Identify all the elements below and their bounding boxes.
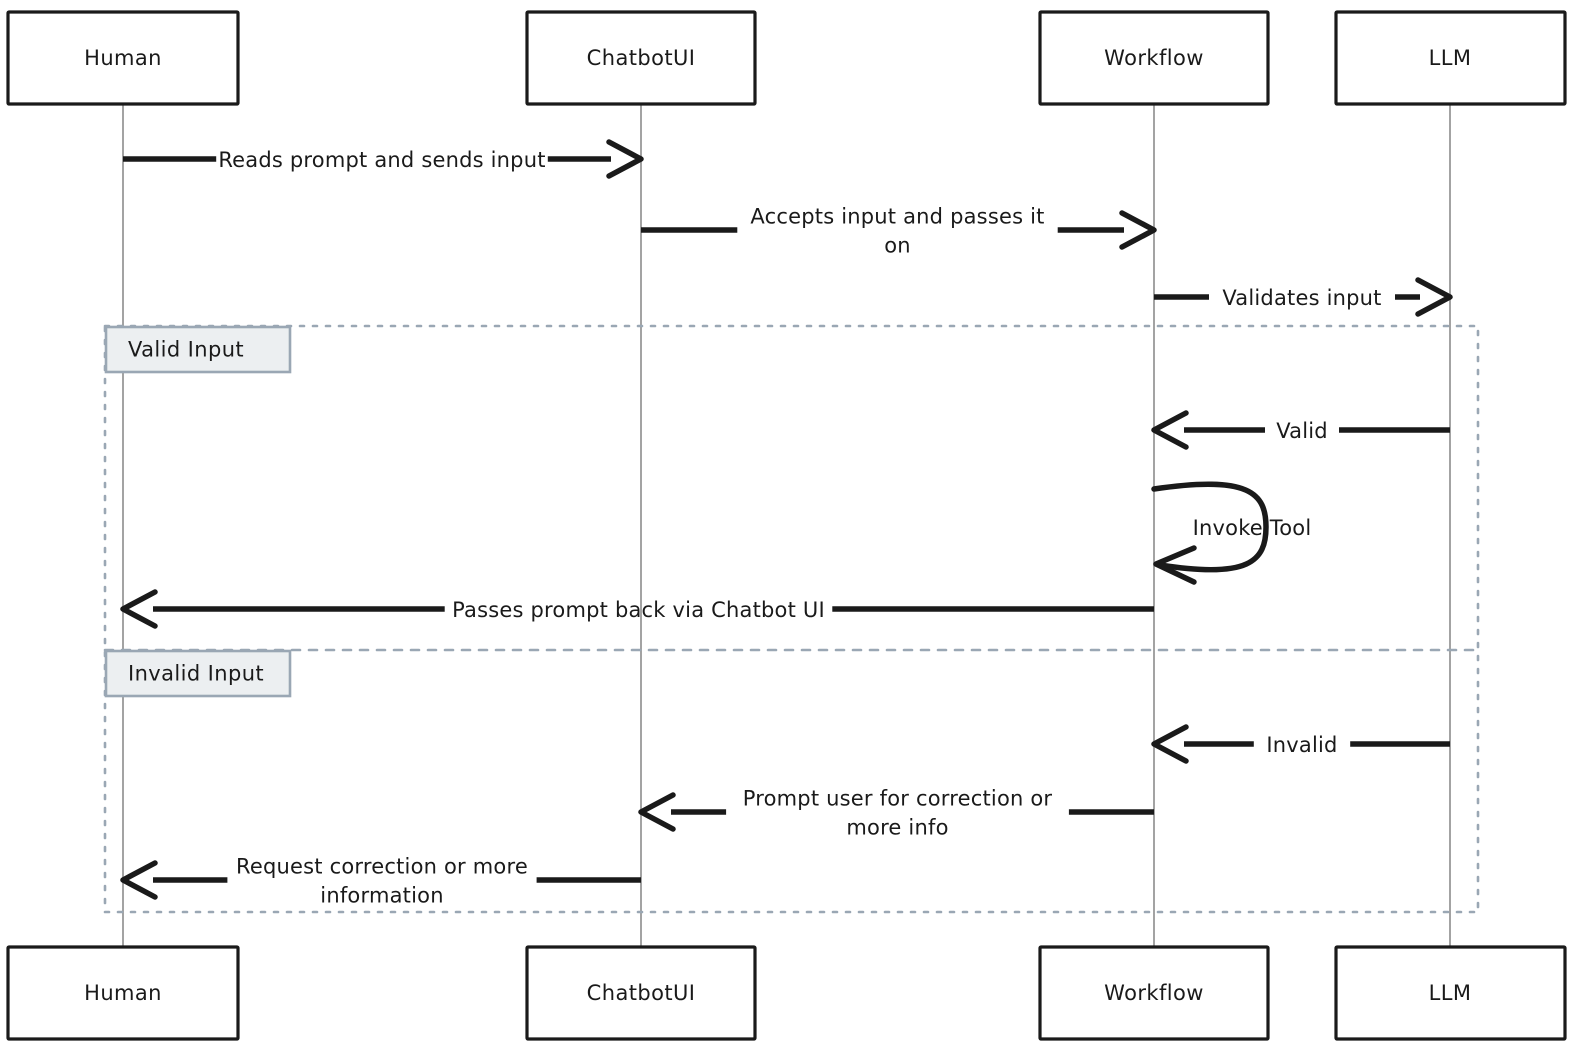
message-label-m5: Invoke Tool bbox=[1193, 516, 1312, 540]
participant-bottom-human[interactable]: Human bbox=[6, 945, 240, 1041]
message-arrowhead-m1 bbox=[606, 139, 644, 179]
message-label-m7: Invalid bbox=[1266, 733, 1337, 757]
fragment-section-valid: Valid Input bbox=[104, 325, 292, 374]
fragment-border bbox=[103, 324, 1480, 914]
participant-label-chatbotui: ChatbotUI bbox=[587, 981, 696, 1005]
participant-bottom-workflow[interactable]: Workflow bbox=[1038, 945, 1270, 1041]
message-label-m9-line2: information bbox=[320, 884, 443, 908]
message-arrowhead-m3 bbox=[1415, 277, 1453, 317]
message-label-m8-line1: Prompt user for correction or bbox=[743, 787, 1053, 811]
message-self-loop-path bbox=[1151, 481, 1269, 573]
participant-label-llm: LLM bbox=[1429, 981, 1472, 1005]
participant-top-chatbotui[interactable]: ChatbotUI bbox=[525, 10, 757, 106]
message-m5[interactable]: Invoke Tool bbox=[1151, 481, 1312, 585]
participant-box-llm bbox=[1334, 10, 1567, 106]
message-arrowhead-m4 bbox=[1151, 410, 1189, 450]
participant-box-human bbox=[6, 10, 240, 106]
participant-top-human[interactable]: Human bbox=[6, 10, 240, 106]
participant-top-llm[interactable]: LLM bbox=[1334, 10, 1567, 106]
message-m8[interactable]: Prompt user for correction or more info bbox=[638, 787, 1154, 840]
message-label-m6: Passes prompt back via Chatbot UI bbox=[452, 598, 825, 622]
message-m9[interactable]: Request correction or more information bbox=[120, 855, 641, 908]
message-arrowhead-m2 bbox=[1119, 210, 1157, 250]
message-arrowhead-m5 bbox=[1153, 545, 1197, 585]
message-m7[interactable]: Invalid bbox=[1151, 724, 1450, 764]
message-label-m2-line2: on bbox=[884, 234, 911, 258]
message-label-m3: Validates input bbox=[1222, 286, 1381, 310]
message-m4[interactable]: Valid bbox=[1151, 410, 1450, 450]
participant-box-workflow bbox=[1038, 945, 1270, 1041]
participant-box-chatbotui bbox=[525, 10, 757, 106]
participant-bottom-llm[interactable]: LLM bbox=[1334, 945, 1567, 1041]
participant-label-workflow: Workflow bbox=[1104, 981, 1204, 1005]
message-arrowhead-m8 bbox=[638, 792, 676, 832]
fragment-label-text-invalid: Invalid Input bbox=[128, 662, 264, 686]
participant-label-human: Human bbox=[84, 46, 162, 70]
message-m6[interactable]: Passes prompt back via Chatbot UI bbox=[120, 589, 1154, 629]
message-m3[interactable]: Validates input bbox=[1154, 277, 1453, 317]
fragment-label-box-valid bbox=[104, 325, 292, 374]
message-m1[interactable]: Reads prompt and sends input bbox=[123, 139, 644, 179]
message-m2[interactable]: Accepts input and passes it on bbox=[641, 205, 1157, 258]
message-label-m4: Valid bbox=[1276, 419, 1328, 443]
message-label-m2-line1: Accepts input and passes it bbox=[750, 205, 1044, 229]
message-label-m9-line1: Request correction or more bbox=[236, 855, 528, 879]
fragment-label-box-invalid bbox=[104, 649, 292, 698]
participant-bottom-chatbotui[interactable]: ChatbotUI bbox=[525, 945, 757, 1041]
message-arrowhead-m9 bbox=[120, 860, 158, 900]
participant-label-workflow: Workflow bbox=[1104, 46, 1204, 70]
message-label-m8-line2: more info bbox=[846, 816, 948, 840]
participant-box-llm bbox=[1334, 945, 1567, 1041]
participant-label-human: Human bbox=[84, 981, 162, 1005]
participant-label-llm: LLM bbox=[1429, 46, 1472, 70]
fragment-section-invalid: Invalid Input bbox=[104, 649, 292, 698]
participant-box-chatbotui bbox=[525, 945, 757, 1041]
participant-box-human bbox=[6, 945, 240, 1041]
message-arrowhead-m6 bbox=[120, 589, 158, 629]
message-label-m1: Reads prompt and sends input bbox=[218, 148, 545, 172]
participant-box-workflow bbox=[1038, 10, 1270, 106]
participant-top-workflow[interactable]: Workflow bbox=[1038, 10, 1270, 106]
participant-label-chatbotui: ChatbotUI bbox=[587, 46, 696, 70]
message-arrowhead-m7 bbox=[1151, 724, 1189, 764]
fragment-label-text-valid: Valid Input bbox=[128, 338, 244, 362]
